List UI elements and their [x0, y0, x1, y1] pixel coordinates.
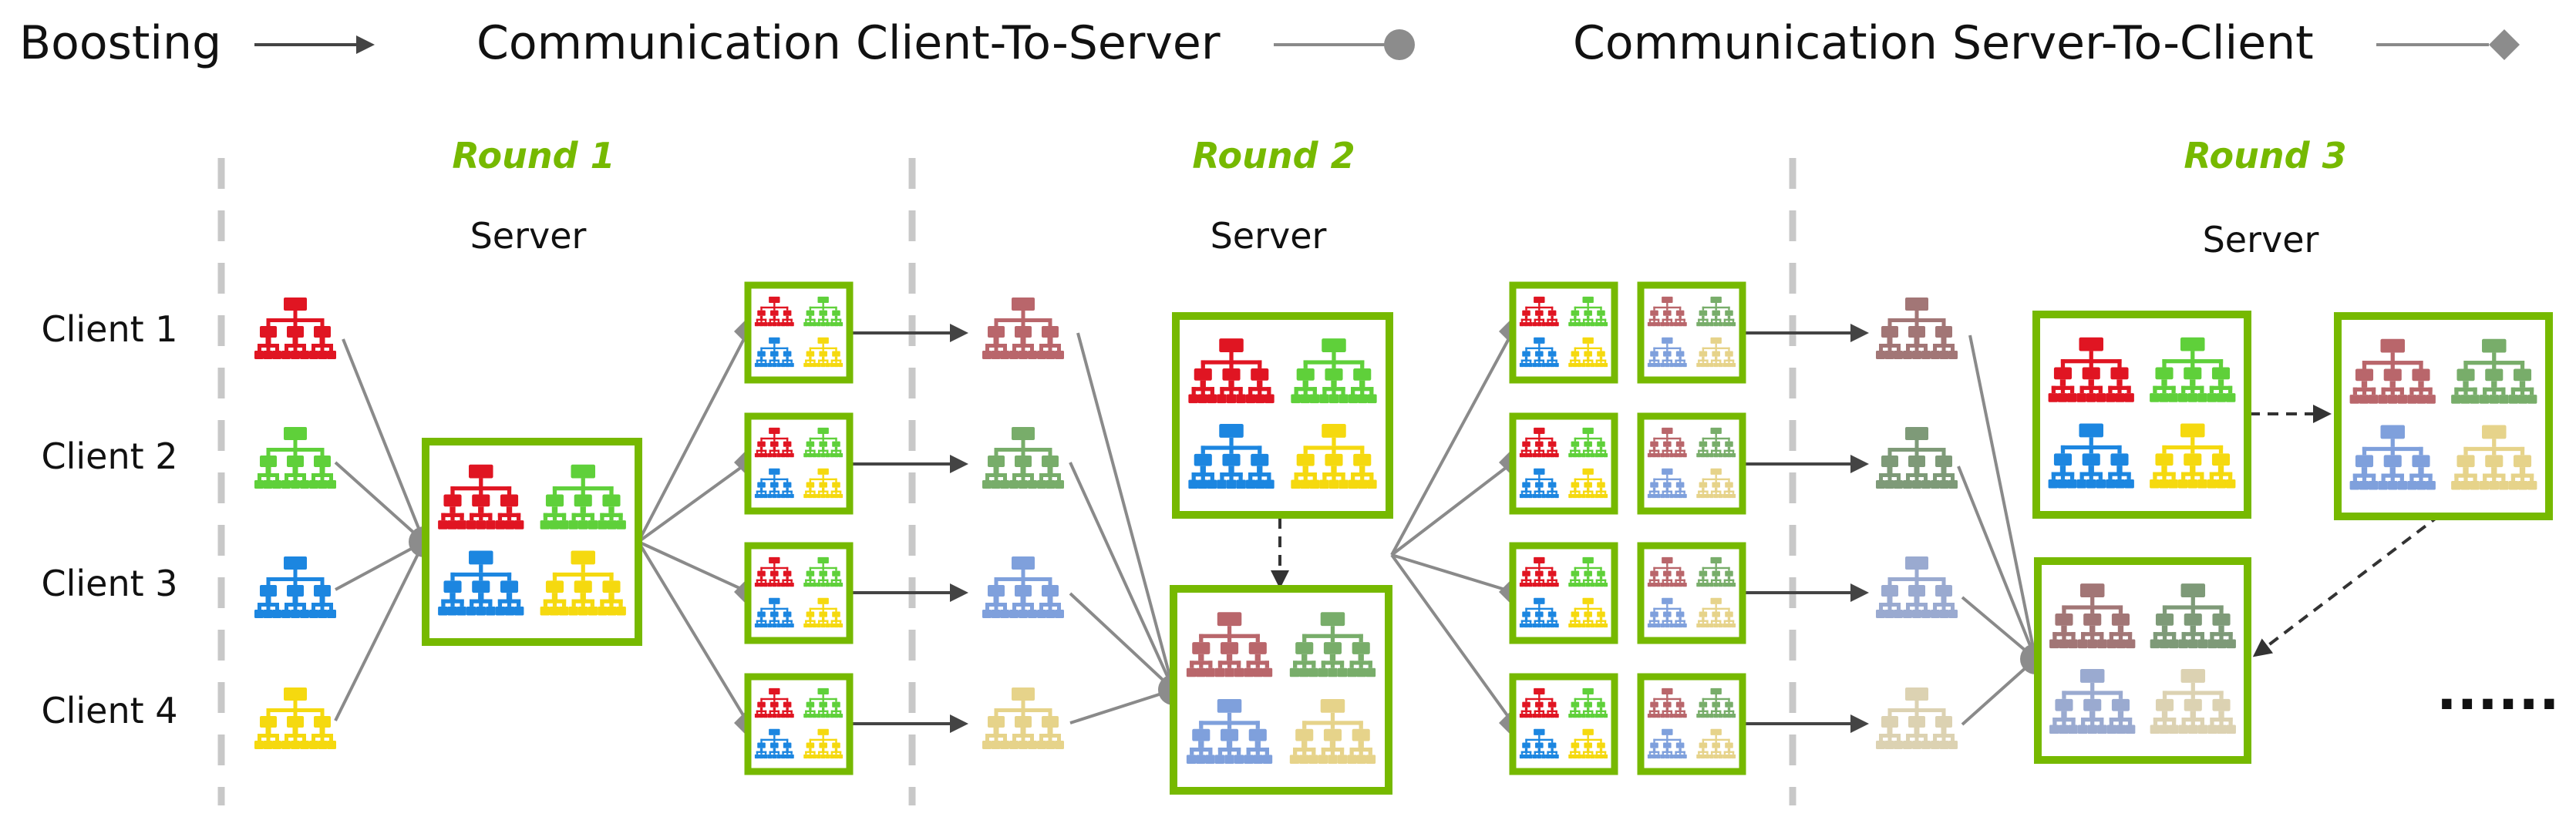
round-3-client-1-tree	[1876, 298, 1958, 359]
continuation-ellipsis: ......	[2436, 659, 2560, 722]
round-2-client-4-tree	[982, 687, 1064, 749]
round-2-client-2-tree	[982, 427, 1064, 489]
legend: Boosting Communication Client-To-Server …	[19, 16, 2520, 70]
round-3-client-3-tree	[1876, 556, 1958, 618]
server-to-client-diamond-icon	[2376, 29, 2520, 60]
round-2-title: Round 2	[1192, 135, 1355, 176]
round-1-client-4-tree	[254, 687, 336, 749]
round-2-client-1-tree	[982, 298, 1064, 359]
boosting-arrows	[851, 324, 1869, 733]
client-2-label: Client 2	[41, 435, 177, 477]
round-3-client-4-tree	[1876, 687, 1958, 749]
round-3-title: Round 3	[2184, 135, 2346, 176]
client-to-server-circle-icon	[1274, 29, 1415, 60]
round-2-server-label: Server	[1211, 215, 1327, 257]
round-1-client-3-tree	[254, 556, 336, 618]
round-1-title: Round 1	[452, 135, 615, 176]
round-1-server-label: Server	[470, 215, 587, 257]
round-1-client-2-tree	[254, 427, 336, 489]
client-4-label: Client 4	[41, 690, 177, 731]
round-3-server-label: Server	[2203, 219, 2319, 261]
round-2-client-3-tree	[982, 556, 1064, 618]
round-3-client-2-tree	[1876, 427, 1958, 489]
connector-lines	[334, 331, 2037, 726]
legend-client-to-server-label: Communication Client-To-Server	[476, 16, 1221, 70]
legend-boosting-label: Boosting	[19, 16, 221, 70]
legend-server-to-client-label: Communication Server-To-Client	[1573, 16, 2314, 70]
client-1-label: Client 1	[41, 308, 177, 350]
dashed-arrows	[1271, 405, 2442, 657]
round-1-client-1-tree	[254, 298, 336, 359]
round-dividers	[217, 158, 1796, 805]
client-3-label: Client 3	[41, 563, 177, 604]
